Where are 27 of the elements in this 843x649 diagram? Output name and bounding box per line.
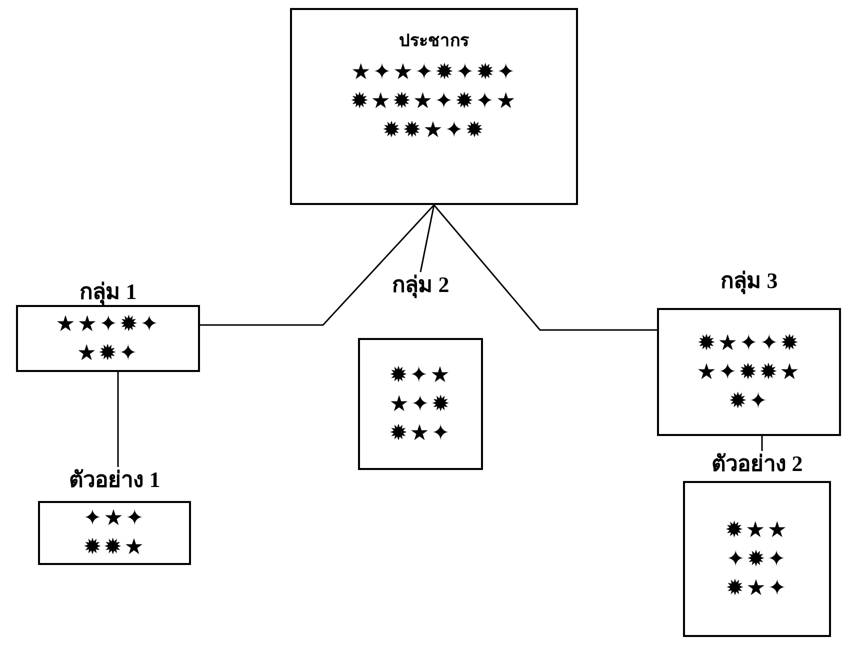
symbol-row-text: ✹★✦✦✹ [697,330,801,358]
connector-line [761,436,763,451]
symbol-row-text: ✹★★ [725,516,789,544]
symbol-row-text: ✹✹★ [83,534,146,562]
connector-line [200,204,435,326]
box-heading: กลุ่ม 2 [392,272,450,300]
box-heading: กลุ่ม 3 [720,268,778,296]
symbol-row-text: ✹★✹★✦✹✦★ [350,88,518,116]
box-heading: ตัวอย่าง 2 [711,451,803,477]
symbol-row-text: ★✦✹✹★ [696,358,802,386]
symbol-row-text: ✹✦★ [389,362,452,390]
box-heading: ตัวอย่าง 1 [68,467,160,494]
symbol-row-text: ✹★✦ [389,420,452,448]
symbol-row-text: ✦✹✦ [726,546,788,574]
box-heading: ประชากร [399,30,469,52]
symbol-row-text: ★✦★✦✹✦✹✦ [350,59,518,87]
symbol-row-text: ✹✦ [728,388,770,416]
connector-line [420,204,435,272]
symbol-row-text: ★✦✹ [389,390,452,418]
symbol-row-text: ✦★✦ [83,505,146,533]
population-box [290,8,578,205]
symbol-row-text: ✹★✦ [726,574,788,602]
symbol-row-text: ✹✹★✦✹ [382,117,486,145]
connector-line [433,204,657,331]
symbol-row-text: ★★✦✹✦ [56,310,160,338]
connector-line [117,372,119,467]
symbol-row-text: ★✹✦ [76,340,140,368]
